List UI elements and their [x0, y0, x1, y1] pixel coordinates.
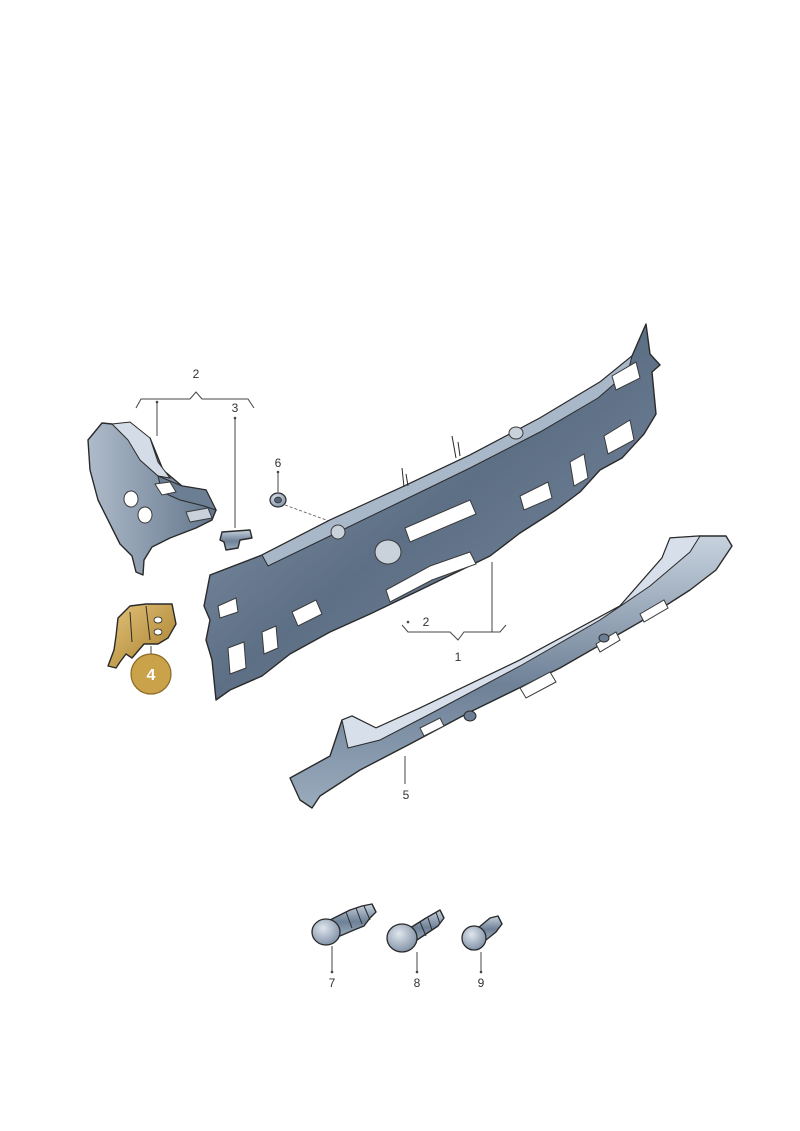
trim-strip-part: [289, 535, 733, 809]
callout-4-badge: 4: [130, 653, 172, 695]
callout-1: 1: [455, 650, 462, 664]
highlighted-bracket-part: [107, 603, 177, 669]
rear-panel-part: [203, 323, 661, 701]
callout-8: 8: [414, 976, 421, 990]
callout-2-top: 2: [193, 367, 200, 381]
callout-6: 6: [275, 456, 282, 470]
callout-2-bottom: 2: [423, 615, 430, 629]
callout-3: 3: [232, 401, 239, 415]
callout-4: 4: [147, 667, 156, 684]
callout-9: 9: [478, 976, 485, 990]
callout-5: 5: [403, 788, 410, 802]
fastener-9-part: [461, 915, 503, 951]
callout-7: 7: [329, 976, 336, 990]
leader-lines: [135, 391, 507, 974]
small-bracket-part: [219, 529, 253, 551]
fastener-8-part: [386, 909, 445, 953]
grommet-part: [269, 492, 287, 508]
fastener-7-part: [311, 903, 377, 946]
side-member-part: [87, 421, 217, 576]
